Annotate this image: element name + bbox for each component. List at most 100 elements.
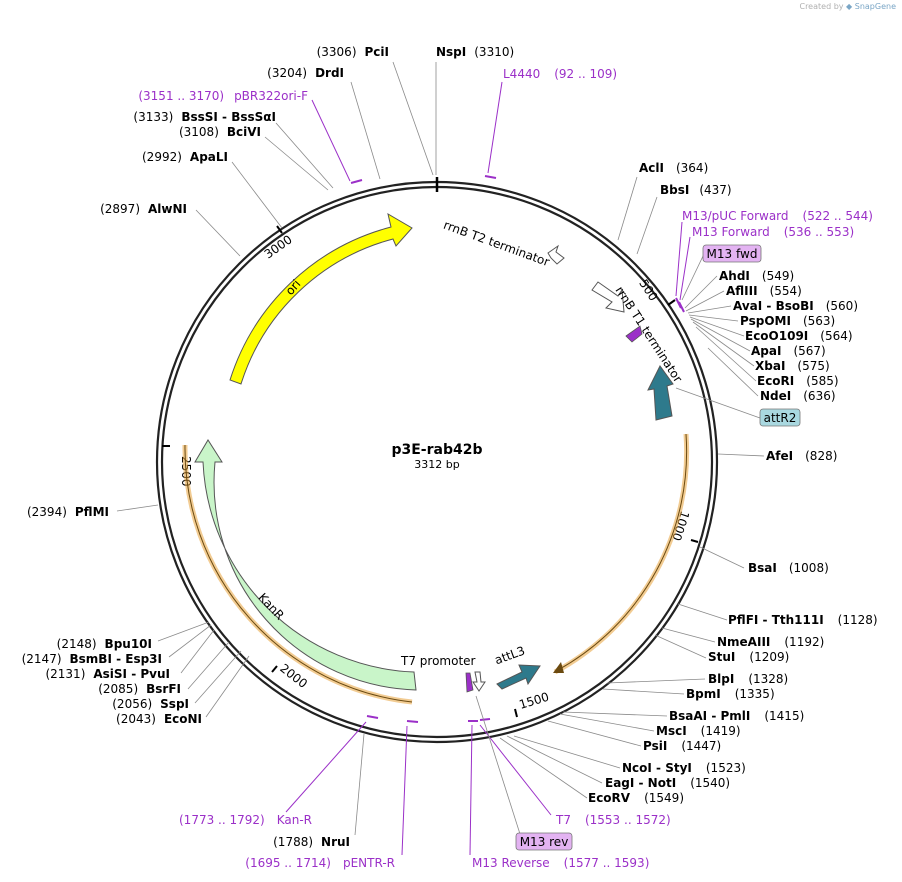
lead-pflfi bbox=[677, 603, 728, 621]
orf-right-highlight bbox=[553, 433, 690, 675]
snapgene-logo-icon: ◆ bbox=[846, 2, 853, 11]
site-pspomi[interactable]: PspOMI(563) bbox=[740, 314, 835, 328]
site-bbsi[interactable]: BbsI(437) bbox=[660, 183, 732, 197]
plead-m13rev bbox=[469, 724, 473, 856]
site-avai[interactable]: AvaI - BsoBI(560) bbox=[733, 299, 858, 313]
site-bsssi[interactable]: (3133)BssSI - BssSαI bbox=[133, 110, 276, 124]
site-bsai[interactable]: BsaI(1008) bbox=[748, 561, 829, 575]
lead-apali bbox=[231, 161, 283, 229]
watermark-app: SnapGene bbox=[854, 2, 896, 11]
lead-ecorv bbox=[499, 737, 588, 799]
site-bpu10i[interactable]: (2148)Bpu10I bbox=[57, 637, 152, 651]
primer-m13puc[interactable]: M13/pUC Forward(522 .. 544) bbox=[682, 209, 873, 223]
primer-mark-pentr bbox=[406, 720, 419, 723]
primer-bind-feature-1 bbox=[625, 325, 643, 343]
site-blpi[interactable]: BlpI(1328) bbox=[708, 672, 788, 686]
primer-mark-m13fwd bbox=[678, 301, 685, 313]
primer-l4440[interactable]: L4440(92 .. 109) bbox=[503, 67, 617, 81]
site-econi[interactable]: (2043)EcoNI bbox=[116, 712, 202, 726]
site-apali[interactable]: (2992)ApaLI bbox=[142, 150, 228, 164]
primer-mark-kanr bbox=[366, 715, 379, 719]
site-eagi[interactable]: EagI - NotI(1540) bbox=[605, 776, 730, 790]
site-alwni[interactable]: (2897)AlwNI bbox=[100, 202, 187, 216]
box-m13-fwd[interactable]: M13 fwd bbox=[681, 244, 762, 301]
site-pflfi[interactable]: PflFI - Tth111I(1128) bbox=[728, 613, 878, 627]
site-bsmbi[interactable]: (2147)BsmBI - Esp3I bbox=[22, 652, 162, 666]
site-afliii[interactable]: AflIII(554) bbox=[726, 284, 802, 298]
site-ecorv[interactable]: EcoRV(1549) bbox=[588, 791, 684, 805]
lead-alwni bbox=[195, 209, 241, 257]
lead-asisi bbox=[180, 629, 215, 674]
site-afei[interactable]: AfeI(828) bbox=[766, 449, 837, 463]
rrnb-t2-arrow bbox=[547, 244, 565, 265]
site-ncoi[interactable]: NcoI - StyI(1523) bbox=[622, 761, 746, 775]
site-bsaai[interactable]: BsaAI - PmlI(1415) bbox=[669, 709, 804, 723]
tick-1500: 1500 bbox=[517, 690, 550, 712]
site-pflmi[interactable]: (2394)PflMI bbox=[27, 505, 109, 519]
site-bcivi[interactable]: (3108)BciVI bbox=[179, 125, 261, 139]
feature-attr2[interactable] bbox=[647, 365, 674, 421]
site-acli[interactable]: AclI(364) bbox=[639, 161, 708, 175]
site-xbai[interactable]: XbaI(575) bbox=[755, 359, 830, 373]
tick-500-mark bbox=[667, 299, 676, 306]
site-nrui[interactable]: (1788)NruI bbox=[273, 835, 350, 849]
primer-pbr322ori[interactable]: (3151 .. 3170)pBR322ori-F bbox=[138, 89, 308, 103]
primer-t7[interactable]: T7(1553 .. 1572) bbox=[555, 813, 671, 827]
site-asisi[interactable]: (2131)AsiSI - PvuI bbox=[45, 667, 170, 681]
feature-attl3[interactable]: attL3 bbox=[493, 644, 541, 690]
kanr-orf-highlight bbox=[182, 444, 413, 705]
lead-ahdi bbox=[684, 275, 718, 309]
t7-promoter-arrow bbox=[472, 671, 486, 692]
site-labels: (3306)PciI NspI(3310) (3204)DrdI (3133)B… bbox=[22, 45, 878, 849]
lead-msci bbox=[559, 713, 655, 732]
site-psii[interactable]: PsiI(1447) bbox=[643, 739, 721, 753]
site-drdi[interactable]: (3204)DrdI bbox=[267, 66, 344, 80]
lead-eagi bbox=[506, 735, 603, 784]
orf-right-line bbox=[557, 433, 688, 671]
lead-bsmbi bbox=[168, 624, 212, 658]
site-ahdi[interactable]: AhdI(549) bbox=[719, 269, 794, 283]
boxed-labels: M13 fwd attR2 M13 rev bbox=[475, 244, 801, 851]
primer-m13fwd[interactable]: M13 Forward(536 .. 553) bbox=[692, 225, 854, 239]
plasmid-length: 3312 bp bbox=[414, 458, 459, 471]
primer-pentr[interactable]: (1695 .. 1714)pENTR-R bbox=[245, 856, 395, 870]
site-sspi[interactable]: (2056)SspI bbox=[112, 697, 189, 711]
lead-apai bbox=[690, 318, 751, 352]
site-bpmi[interactable]: BpmI(1335) bbox=[686, 687, 775, 701]
lead-sspi bbox=[194, 650, 242, 704]
plasmid-name: p3E-rab42b bbox=[391, 442, 482, 458]
m13-rev-box bbox=[515, 832, 573, 851]
primer-m13rev[interactable]: M13 Reverse(1577 .. 1593) bbox=[472, 856, 649, 870]
site-ndei[interactable]: NdeI(636) bbox=[760, 389, 836, 403]
box-m13-rev[interactable]: M13 rev bbox=[475, 695, 573, 851]
site-nmeaiii[interactable]: NmeAIII(1192) bbox=[717, 635, 824, 649]
feature-kanr[interactable]: KanR bbox=[194, 439, 417, 691]
primer-leader-lines bbox=[285, 81, 691, 856]
lead-bsssi bbox=[275, 122, 334, 189]
site-pcii[interactable]: (3306)PciI bbox=[317, 45, 389, 59]
primer-kanr[interactable]: (1773 .. 1792)Kan-R bbox=[179, 813, 312, 827]
lead-econi bbox=[205, 655, 250, 718]
t7-promoter-mark bbox=[465, 672, 474, 693]
orf-right-arrowhead bbox=[553, 662, 564, 673]
site-ecoo109i[interactable]: EcoO109I(564) bbox=[745, 329, 853, 343]
box-attr2[interactable]: attR2 bbox=[675, 387, 801, 427]
lead-ncoi bbox=[513, 735, 621, 769]
site-stui[interactable]: StuI(1209) bbox=[708, 650, 789, 664]
site-apai[interactable]: ApaI(567) bbox=[751, 344, 826, 358]
site-ecori[interactable]: EcoRI(585) bbox=[757, 374, 839, 388]
plead-l4440 bbox=[487, 81, 503, 174]
m13-fwd-box bbox=[702, 244, 762, 263]
lead-bsrfi bbox=[187, 641, 230, 690]
feature-t7-promoter[interactable]: T7 promoter bbox=[400, 654, 486, 693]
site-msci[interactable]: MscI(1419) bbox=[656, 724, 741, 738]
site-bsrfi[interactable]: (2085)BsrFI bbox=[98, 682, 181, 696]
tick-500: 500 bbox=[636, 277, 660, 304]
lead-blpi bbox=[606, 678, 706, 684]
feature-rrnb-t2[interactable]: rrnB T2 terminator bbox=[442, 218, 565, 269]
site-nspi[interactable]: NspI(3310) bbox=[436, 45, 514, 59]
rrnb-t1-arrow bbox=[591, 281, 625, 313]
primer-mark-pbr322ori bbox=[350, 179, 363, 184]
feature-ori[interactable]: ori bbox=[229, 212, 413, 385]
